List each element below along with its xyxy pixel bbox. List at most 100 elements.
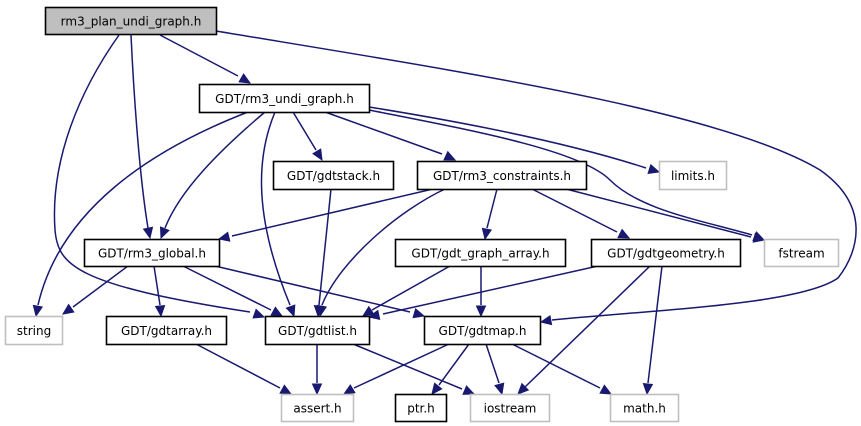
node-label: GDT/gdtstack.h [287, 169, 380, 183]
node-assert: assert.h [280, 393, 355, 423]
node-box [394, 393, 448, 423]
arrowhead-icon [642, 383, 654, 396]
arrowhead-icon [752, 232, 766, 243]
edge-line [486, 188, 498, 229]
edge-line [37, 111, 249, 306]
edge-global-to-array [153, 265, 166, 318]
node-box [469, 393, 551, 423]
node-label: string [17, 324, 51, 338]
edge-line [195, 343, 281, 389]
arrowhead-icon [361, 305, 375, 317]
edge-undi-to-constr [324, 111, 457, 161]
arrowhead-icon [599, 384, 613, 395]
node-box [4, 315, 64, 346]
edge-line [511, 343, 601, 389]
edge-geom-to-math [642, 265, 663, 396]
edge-constr-to-garray [481, 188, 498, 241]
arrowhead-icon [217, 231, 231, 242]
edge-garray-to-list [361, 265, 451, 317]
node-array[interactable]: GDT/gdtarray.h [105, 315, 228, 346]
node-box [590, 238, 742, 268]
node-box [198, 83, 371, 114]
arrowhead-icon [494, 382, 505, 396]
nodes-layer: rm3_plan_undi_graph.hGDT/rm3_undi_graph.… [4, 6, 840, 423]
edge-undi-to-list [260, 111, 296, 318]
edge-line [352, 343, 463, 390]
node-box [423, 315, 542, 346]
arrowhead-icon [32, 304, 44, 318]
arrowhead-icon [431, 382, 443, 395]
node-box [658, 160, 728, 191]
edge-list-to-assert [311, 344, 323, 396]
node-constr[interactable]: GDT/rm3_constraints.h [416, 160, 588, 191]
arrowhead-icon [367, 309, 381, 320]
node-global[interactable]: GDT/rm3_global.h [83, 238, 221, 268]
arrowhead-icon [312, 148, 323, 162]
edge-map-to-ptr [431, 343, 470, 395]
edge-undi-to-string [32, 111, 249, 318]
edge-stack-to-list [313, 188, 332, 318]
edge-line [321, 188, 446, 306]
node-list[interactable]: GDT/gdtlist.h [264, 315, 371, 346]
node-ptr[interactable]: ptr.h [394, 393, 448, 423]
node-label: GDT/gdtgeometry.h [607, 247, 725, 261]
node-stack[interactable]: GDT/gdtstack.h [272, 160, 395, 191]
edge-line [324, 111, 443, 155]
arrowhead-icon [481, 227, 493, 241]
edge-line [130, 34, 149, 229]
node-box [763, 238, 840, 268]
edge-line [153, 265, 161, 306]
arrowhead-icon [539, 314, 553, 326]
edge-root-to-undi [159, 34, 252, 84]
edge-line [485, 343, 500, 384]
edge-constr-to-geom [531, 188, 631, 239]
arrowhead-icon [159, 226, 170, 240]
arrowhead-icon [62, 303, 75, 315]
node-geom[interactable]: GDT/gdtgeometry.h [590, 238, 742, 268]
edge-constr-to-fstream [565, 188, 766, 243]
edge-array-to-assert [195, 343, 293, 395]
edge-line [647, 265, 663, 384]
arrowhead-icon [311, 383, 323, 396]
node-label: iostream [484, 402, 537, 416]
node-box [394, 238, 567, 268]
edge-line [371, 265, 451, 311]
edge-map-to-math [511, 343, 613, 395]
node-limits: limits.h [658, 160, 728, 191]
edge-line [260, 111, 291, 306]
node-garray[interactable]: GDT/gdt_graph_array.h [394, 238, 567, 268]
edge-global-to-map [214, 265, 426, 319]
node-box [416, 160, 588, 191]
edge-line [159, 34, 239, 77]
node-iostream: iostream [469, 393, 551, 423]
node-fstream: fstream [763, 238, 840, 268]
node-undi[interactable]: GDT/rm3_undi_graph.h [198, 83, 371, 114]
edge-line [53, 34, 251, 313]
node-label: GDT/gdtmap.h [439, 324, 527, 338]
edge-line [182, 265, 272, 311]
edge-undi-to-global [159, 111, 266, 240]
node-box [105, 315, 228, 346]
edge-line [438, 343, 470, 386]
edge-root-to-global [130, 34, 154, 240]
node-box [272, 160, 395, 191]
node-map[interactable]: GDT/gdtmap.h [423, 315, 542, 346]
node-label: ptr.h [407, 402, 435, 416]
arrowhead-icon [316, 304, 328, 318]
edge-line [231, 188, 434, 237]
arrowhead-icon [270, 306, 284, 317]
node-label: math.h [623, 402, 666, 416]
arrowhead-icon [285, 304, 296, 318]
edge-line [318, 188, 332, 306]
arrowhead-icon [154, 305, 166, 318]
node-label: GDT/gdtlist.h [278, 324, 357, 338]
node-root[interactable]: rm3_plan_undi_graph.h [44, 6, 218, 36]
node-label: GDT/gdtarray.h [121, 324, 212, 338]
edge-list-to-iostream [352, 343, 476, 395]
arrowhead-icon [342, 384, 356, 395]
edge-undi-to-stack [292, 111, 323, 162]
arrowhead-icon [279, 384, 293, 395]
edge-line [353, 343, 450, 389]
arrowhead-icon [462, 385, 476, 395]
